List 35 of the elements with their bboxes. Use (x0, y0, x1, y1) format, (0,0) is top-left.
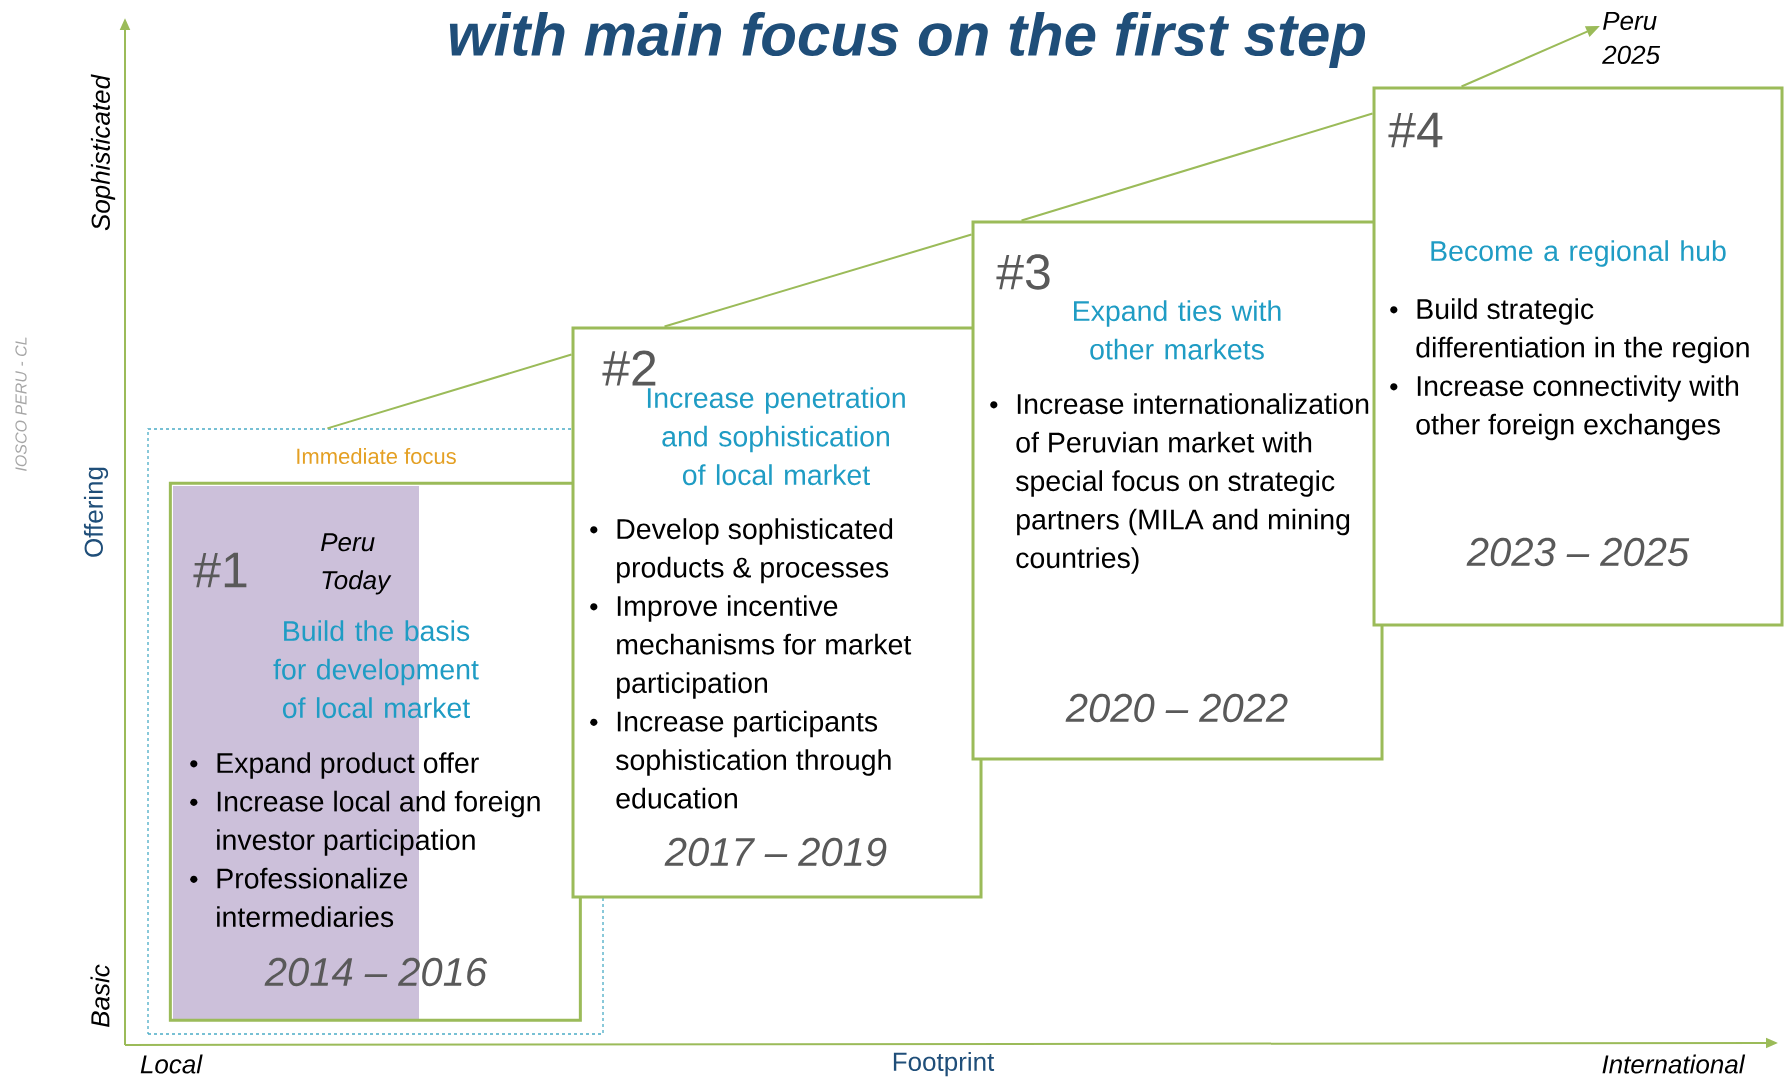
step-heading: Increase penetration and sophistication of local market (647, 387, 905, 486)
axis-label: Sophisticated (90, 74, 116, 231)
axis-label: Footprint (893, 1051, 995, 1077)
step-number: #3 (996, 254, 1050, 290)
bullet-item: Increase connectivity with other foreign exchanges (1390, 375, 1739, 441)
end-label: Peru 2025 (1602, 11, 1661, 65)
bullet-item: Increase internationalization of Peruvian market with special focus on strategic partners (MILA and mining countries) (990, 393, 1369, 574)
trend-line (326, 353, 573, 430)
bullet-item: Professionalize intermediaries (190, 867, 408, 928)
year-range: 2017 – 2019 (664, 837, 887, 867)
axis-label: Basic (90, 964, 110, 1027)
bullet-item: Expand product offer (190, 752, 479, 779)
year-range: 2014 – 2016 (264, 957, 488, 987)
footer-note: IOSCO PERU - CL (15, 337, 27, 471)
step-number: #4 (1388, 112, 1443, 148)
bullet-item: Increase participants sophistication through education (590, 710, 891, 809)
axis-label: Local (140, 1054, 203, 1074)
trend-line (663, 233, 973, 328)
axis-label: Offering (83, 467, 109, 557)
year-range: 2020 – 2022 (1065, 693, 1288, 723)
title: with main focus on the first step (449, 12, 1366, 68)
year-range: 2023 – 2025 (1466, 537, 1690, 567)
step-heading: Become a regional hub (1431, 240, 1726, 267)
bullet-item: Increase local and foreign investor participation (190, 790, 540, 856)
step-heading: Build the basis for development of local market (273, 620, 479, 719)
bullet-item: Improve incentive mechanisms for market participation (590, 595, 912, 699)
step-number: #2 (602, 350, 656, 386)
bullet-item: Develop sophisticated products & processes (590, 518, 893, 584)
step-heading: Expand ties with other markets (1074, 300, 1281, 360)
bullet-item: Build strategic differentiation in the region (1390, 298, 1749, 364)
step-number: #1 (193, 552, 247, 588)
panel-label: Peru Today (321, 533, 392, 595)
focus-label: Immediate focus (293, 445, 459, 467)
axis-label: International (1602, 1054, 1746, 1074)
trend-line (1020, 112, 1374, 222)
